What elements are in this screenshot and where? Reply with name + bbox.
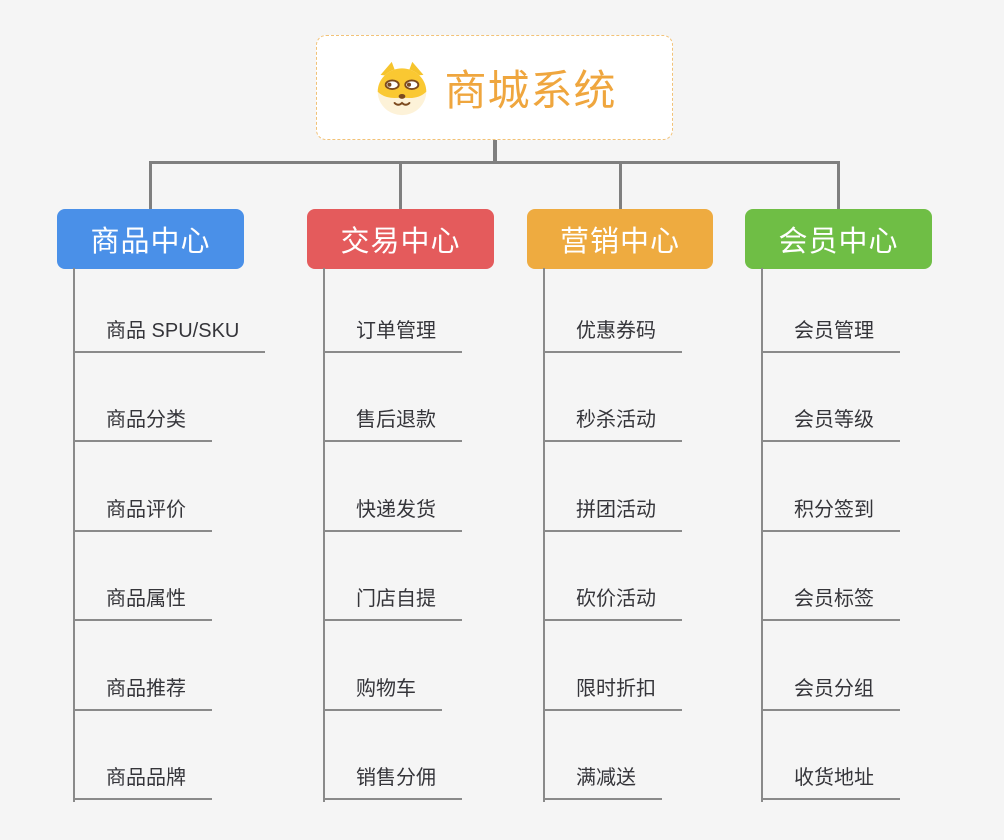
column-spine [543,268,545,802]
branch-column-member: 会员管理 会员等级 积分签到 会员标签 会员分组 收货地址 [761,268,1001,813]
leaf-topic[interactable]: 秒杀活动 [543,406,682,442]
leaf-topic[interactable]: 商品分类 [73,406,212,442]
connector-drop-1 [149,161,152,209]
leaf-topic[interactable]: 会员管理 [761,317,900,353]
connector-drop-4 [837,161,840,209]
root-node[interactable]: 商城系统 [316,35,673,140]
leaf-topic[interactable]: 商品推荐 [73,675,212,711]
leaf-topic[interactable]: 满减送 [543,764,662,800]
leaf-topic[interactable]: 商品属性 [73,585,212,621]
leaf-topic[interactable]: 会员分组 [761,675,900,711]
leaf-topic[interactable]: 收货地址 [761,764,900,800]
leaf-topic[interactable]: 门店自提 [323,585,462,621]
leaf-topic[interactable]: 积分签到 [761,496,900,532]
leaf-topic[interactable]: 购物车 [323,675,442,711]
branch-member-center[interactable]: 会员中心 [745,209,932,269]
leaf-topic[interactable]: 砍价活动 [543,585,682,621]
branch-column-marketing: 优惠券码 秒杀活动 拼团活动 砍价活动 限时折扣 满减送 [543,268,783,813]
leaf-topic[interactable]: 商品品牌 [73,764,212,800]
leaf-topic[interactable]: 快递发货 [323,496,462,532]
dog-icon [378,61,427,115]
branch-trade-center[interactable]: 交易中心 [307,209,494,269]
column-spine [73,268,75,802]
leaf-topic[interactable]: 会员标签 [761,585,900,621]
leaf-topic[interactable]: 拼团活动 [543,496,682,532]
leaf-topic[interactable]: 限时折扣 [543,675,682,711]
branch-product-center[interactable]: 商品中心 [57,209,244,269]
leaf-topic[interactable]: 销售分佣 [323,764,462,800]
leaf-topic[interactable]: 订单管理 [323,317,462,353]
leaf-topic[interactable]: 售后退款 [323,406,462,442]
branch-column-product: 商品 SPU/SKU 商品分类 商品评价 商品属性 商品推荐 商品品牌 [73,268,313,813]
leaf-topic[interactable]: 会员等级 [761,406,900,442]
column-spine [761,268,763,802]
leaf-topic[interactable]: 商品 SPU/SKU [73,317,266,353]
connector-drop-3 [619,161,622,209]
leaf-topic[interactable]: 优惠券码 [543,317,682,353]
connector-drop-2 [399,161,402,209]
leaf-topic[interactable]: 商品评价 [73,496,212,532]
connector-bus [149,161,840,164]
root-title: 商城系统 [444,67,617,114]
column-spine [323,268,325,802]
branch-marketing-center[interactable]: 营销中心 [527,209,713,269]
branch-column-trade: 订单管理 售后退款 快递发货 门店自提 购物车 销售分佣 [323,268,563,813]
connector-root-stub [493,140,497,163]
